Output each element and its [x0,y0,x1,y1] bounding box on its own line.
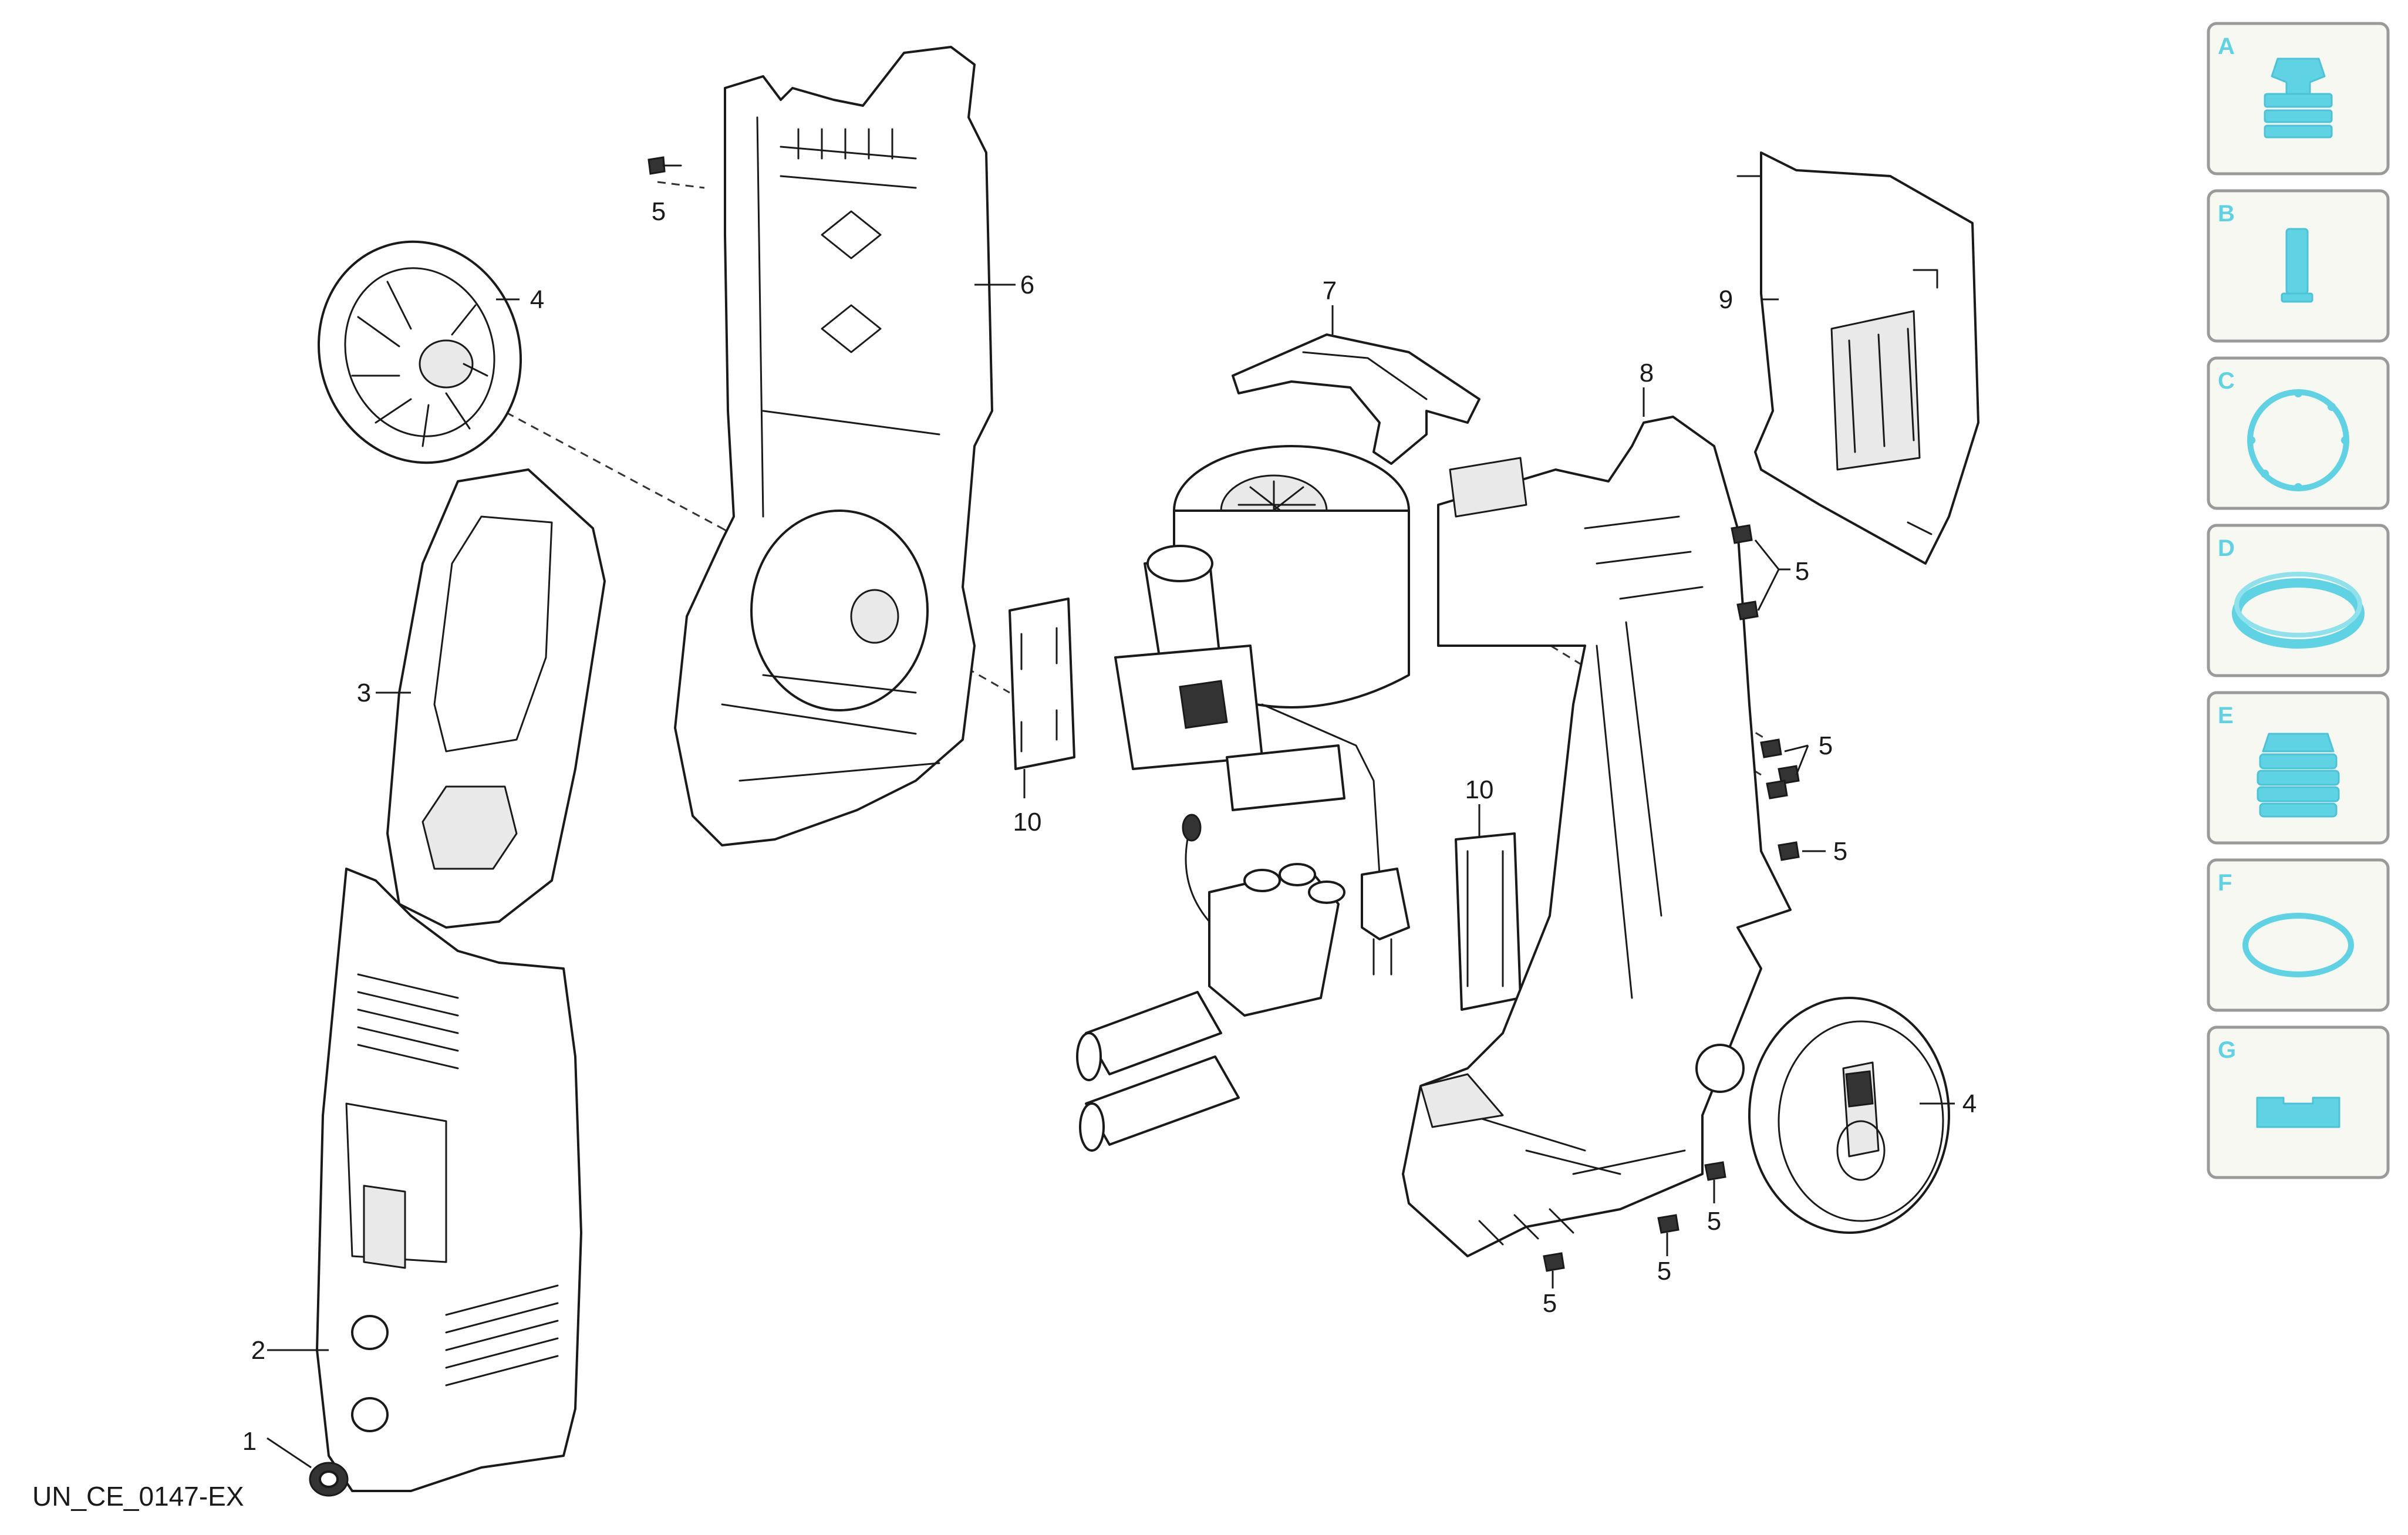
callout-10-left: 10 [1013,808,1042,836]
callout-10-right: 10 [1465,775,1494,804]
screw-top-left [647,156,682,175]
legend-item-a[interactable]: A [2207,22,2390,176]
callout-7: 7 [1323,276,1337,305]
legend-letter-e: E [2218,703,2234,728]
drawing-code: UN_CE_0147-EX [32,1481,244,1512]
legend-item-g[interactable]: G [2207,1025,2390,1179]
callout-5-bottom-a: 5 [1707,1207,1721,1236]
screw-set-right [1731,524,1826,861]
legend-letter-d: D [2218,535,2235,561]
callout-labels: 1 2 3 4 4 5 5 5 5 5 5 5 6 7 8 9 10 10 [242,197,1977,1456]
wheel-left [317,240,522,464]
legend-item-c[interactable]: C [2207,356,2390,510]
legend-letter-b: B [2218,201,2235,227]
flange-gasket-icon [2247,389,2349,491]
bracket-icon [2256,1097,2340,1128]
top-cover-strip [1232,305,1480,465]
clip-left [1009,598,1075,798]
callout-6: 6 [1020,271,1034,299]
pump-head [1076,814,1345,1152]
nozzle-icon [2264,58,2333,139]
callout-5-right-c: 5 [1833,837,1847,866]
callout-5-bottom-c: 5 [1543,1289,1557,1318]
callout-9: 9 [1719,285,1733,314]
legend-letter-g: G [2218,1037,2236,1063]
callout-4-right: 4 [1962,1089,1977,1118]
callout-2: 2 [251,1336,265,1365]
filter-cartridge-icon [2281,228,2313,303]
motor-pump-assembly [1114,445,1410,976]
callout-8: 8 [1640,359,1654,387]
legend-letter-f: F [2218,870,2232,896]
rear-housing [674,46,1016,846]
callout-5-right-b: 5 [1819,731,1833,760]
rear-panel [1736,151,1979,565]
callout-5-right-a: 5 [1795,557,1809,586]
legend-letter-a: A [2218,33,2235,59]
callout-1: 1 [242,1427,257,1456]
main-frame [1402,387,1792,1257]
callout-5-top-left: 5 [652,197,666,226]
clip-right [1455,804,1522,1011]
o-ring-icon [2242,913,2354,977]
callout-3: 3 [357,679,371,707]
lower-front-cover [267,868,582,1492]
callout-5-bottom-b: 5 [1657,1257,1671,1286]
legend-letter-c: C [2218,368,2235,394]
callout-4-left: 4 [530,285,544,314]
upper-front-cover [376,468,606,929]
legend-item-e[interactable]: E [2207,691,2390,845]
flat-seal-ring-icon [2232,572,2365,649]
legend-item-d[interactable]: D [2207,524,2390,677]
threaded-cap-icon [2257,733,2340,818]
screw-set-bottom [1543,1161,1726,1288]
small-nut [267,1437,349,1497]
wheel-right [1748,997,1955,1234]
parts-legend: A B C [2207,22,2390,1179]
legend-item-b[interactable]: B [2207,189,2390,343]
legend-item-f[interactable]: F [2207,858,2390,1012]
